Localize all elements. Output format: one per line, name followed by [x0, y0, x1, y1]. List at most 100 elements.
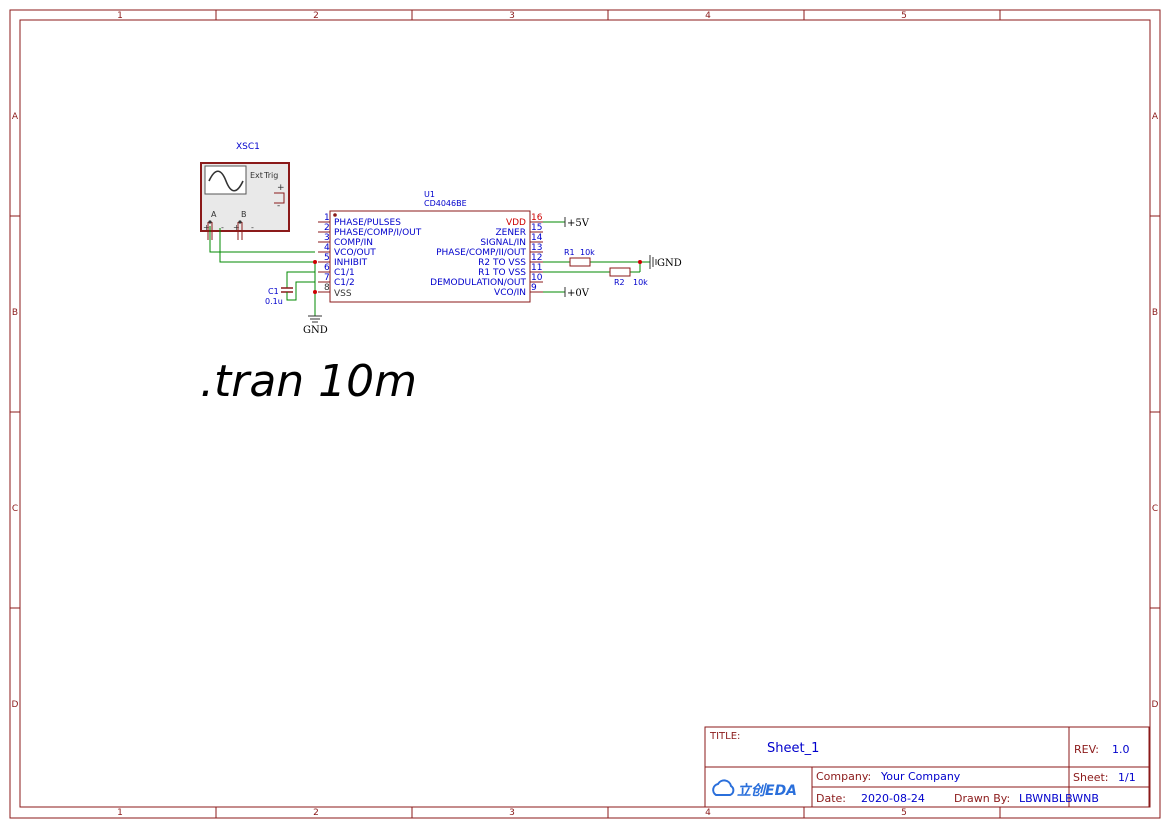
col-label-4-bottom: 4	[705, 808, 711, 818]
col-label-3: 3	[509, 11, 515, 21]
pin-name-7: C1/2	[334, 278, 355, 288]
cloud-icon	[712, 779, 735, 796]
row-label-a-right: A	[1152, 112, 1159, 122]
pin-num-6: 6	[324, 263, 330, 273]
r2-designator: R2	[614, 278, 625, 287]
trig-plus: +	[277, 183, 285, 193]
pin1-marker	[333, 213, 337, 217]
ext-label: Ext	[250, 171, 263, 180]
pin-num-7: 7	[324, 273, 330, 283]
sheet-value: 1/1	[1118, 771, 1136, 784]
gnd-label-left: GND	[303, 325, 328, 336]
sine-wave-icon	[208, 170, 244, 192]
row-label-d-right: D	[1152, 700, 1159, 710]
pin-num-14: 14	[531, 233, 543, 243]
capacitor-c1[interactable]: C1 0.1u	[265, 287, 293, 306]
pin-num-1: 1	[324, 213, 330, 223]
gnd-label-right: GND	[657, 258, 682, 269]
trig-minus: -	[277, 201, 280, 211]
col-label-4: 4	[705, 11, 711, 21]
pin-num-16: 16	[531, 213, 543, 223]
power-0v: +0V	[564, 287, 590, 299]
pin-name-2: PHASE/COMP/I/OUT	[334, 228, 422, 238]
col-label-5: 5	[901, 11, 907, 21]
oscilloscope-xsc1[interactable]: XSC1 Ext Trig + - A B +- +-	[200, 142, 290, 240]
vcoin-net-label: +0V	[567, 288, 590, 299]
company-value: Your Company	[880, 770, 961, 783]
pin-name-15: ZENER	[495, 228, 526, 238]
col-label-1-bottom: 1	[117, 808, 123, 818]
rev-label: REV:	[1074, 743, 1099, 756]
pin-name-12: R2 TO VSS	[478, 258, 526, 268]
pin-name-9: VCO/IN	[494, 288, 526, 298]
drawn-by-value: LBWNBLBWNB	[1019, 792, 1099, 805]
pin-num-12: 12	[531, 253, 542, 263]
gnd-symbol-left: GND	[303, 315, 328, 336]
logo-text: 立创EDA	[737, 782, 797, 799]
pin-name-13: PHASE/COMP/II/OUT	[436, 248, 526, 258]
company-label: Company:	[816, 770, 871, 783]
col-label-3-bottom: 3	[509, 808, 515, 818]
ic-designator: U1	[424, 190, 435, 199]
channel-b-label: B	[241, 210, 247, 219]
pin-num-9: 9	[531, 283, 537, 293]
sheet-title: Sheet_1	[767, 741, 819, 756]
date-label: Date:	[816, 792, 846, 805]
col-label-2: 2	[313, 11, 319, 21]
resistor-r1[interactable]: R1 10k	[564, 248, 595, 267]
drawn-by-label: Drawn By:	[954, 792, 1010, 805]
pin-name-5: INHIBIT	[334, 258, 368, 268]
row-label-b-right: B	[1152, 308, 1158, 318]
sheet-frame	[9, 9, 1161, 819]
eda-logo: 立创EDA	[712, 779, 797, 799]
pin-name-6: C1/1	[334, 268, 355, 278]
svg-text:-: -	[251, 223, 254, 232]
title-block: TITLE: Sheet_1 REV: 1.0 立创EDA Company: Y…	[704, 726, 1150, 808]
junctions	[313, 260, 642, 294]
svg-text:+: +	[233, 223, 240, 232]
r1-value: 10k	[580, 248, 595, 257]
trig-label: Trig	[263, 171, 278, 180]
c1-designator: C1	[268, 287, 279, 296]
title-label: TITLE:	[709, 731, 740, 742]
pin-name-11: R1 TO VSS	[478, 268, 526, 278]
pin-name-3: COMP/IN	[334, 238, 373, 248]
pin-name-8: VSS	[334, 289, 352, 299]
ic-u1[interactable]: U1 CD4046BE 1 PHASE/PULSES 2 PHASE/COMP/…	[318, 190, 543, 303]
date-value: 2020-08-24	[861, 792, 925, 805]
pin-name-4: VCO/OUT	[334, 248, 376, 258]
row-label-a: A	[12, 112, 19, 122]
simulation-directive[interactable]: .tran 10m	[200, 356, 417, 407]
r1-designator: R1	[564, 248, 575, 257]
ic-part-number: CD4046BE	[424, 199, 467, 208]
pin-num-5: 5	[324, 253, 330, 263]
row-label-b: B	[12, 308, 18, 318]
col-label-5-bottom: 5	[901, 808, 907, 818]
svg-text:+: +	[203, 223, 210, 232]
pin-num-11: 11	[531, 263, 542, 273]
wires	[209, 221, 650, 316]
rev-value: 1.0	[1112, 743, 1130, 756]
svg-text:-: -	[221, 223, 224, 232]
pin-name-14: SIGNAL/IN	[480, 238, 526, 248]
resistor-r2[interactable]: R2 10k	[609, 267, 648, 287]
pin-num-2: 2	[324, 223, 330, 233]
row-label-c-right: C	[1152, 504, 1158, 514]
channel-a-label: A	[211, 210, 217, 219]
pin-num-8: 8	[324, 283, 330, 293]
r2-value: 10k	[633, 278, 648, 287]
gnd-symbol-right: GND	[649, 255, 682, 269]
pin-num-4: 4	[324, 243, 330, 253]
pin-name-16: VDD	[506, 218, 526, 228]
col-label-1: 1	[117, 11, 123, 21]
col-label-2-bottom: 2	[313, 808, 319, 818]
row-label-c: C	[12, 504, 18, 514]
pin-name-10: DEMODULATION/OUT	[430, 278, 526, 288]
oscilloscope-designator: XSC1	[236, 142, 260, 152]
row-label-d: D	[12, 700, 19, 710]
pin-name-1: PHASE/PULSES	[334, 218, 401, 228]
vdd-net-label: +5V	[567, 218, 590, 229]
power-5v: +5V	[564, 217, 590, 229]
pin-num-13: 13	[531, 243, 542, 253]
